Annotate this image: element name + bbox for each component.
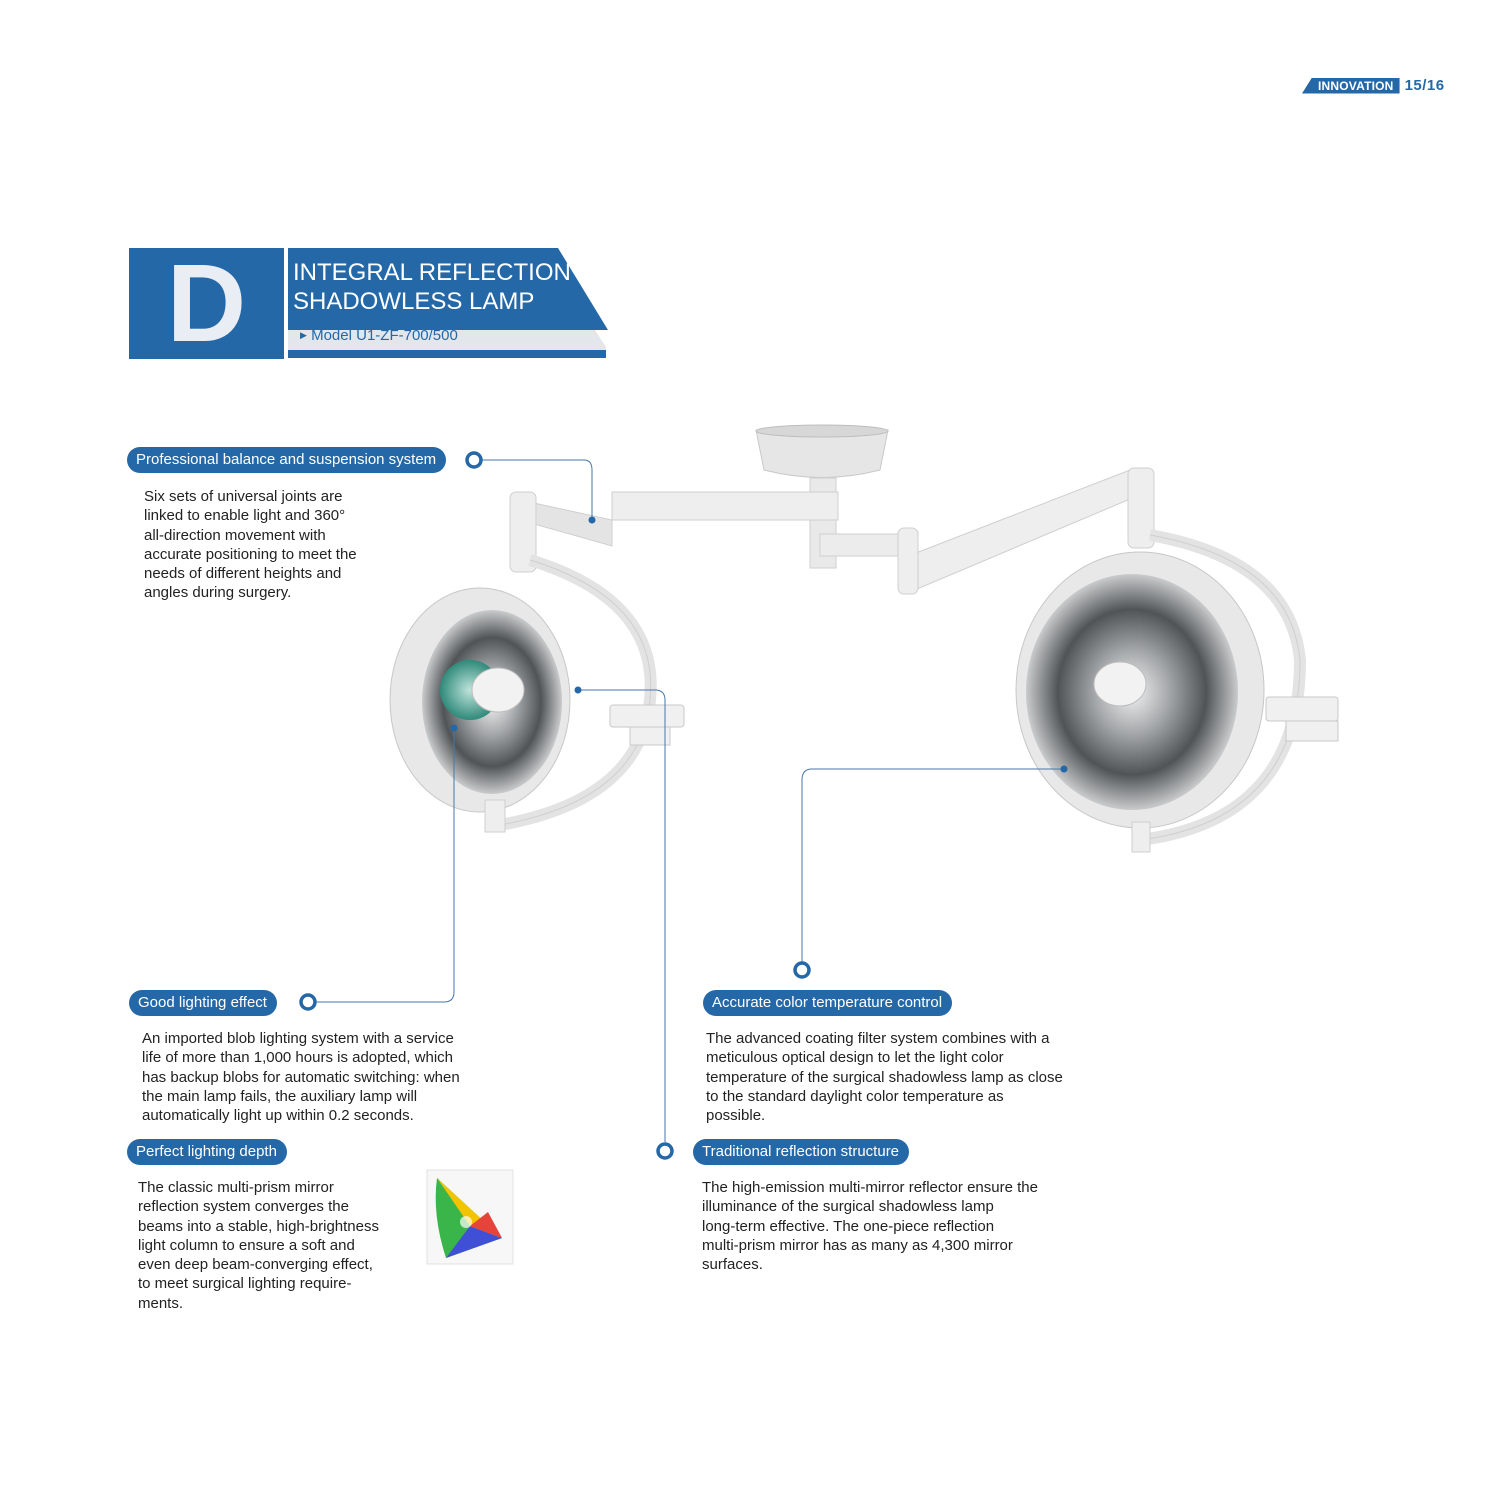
feature-text-lighting-depth: The classic multi-prism mirror reflectio… [138,1179,379,1312]
right-arm [897,467,1155,595]
connector-dots [299,451,1068,1160]
title-line-1: INTEGRAL REFLECTION [293,259,571,286]
feature-text-reflection-structure: The high-emission multi-mirror reflector… [702,1179,1038,1274]
left-lamp-head [389,587,571,833]
model-number: ▶ Model U1-ZF-700/500 [300,327,458,344]
feature-label-lighting-depth: Perfect lighting depth [127,1139,287,1165]
section-header: INNOVATION 15/16 [1302,77,1445,94]
title-banner [288,248,608,330]
title-line-2: SHADOWLESS LAMP [293,288,535,315]
feature-text-color-temperature: The advanced coating filter system combi… [706,1030,1063,1125]
feature-label-lighting-effect: Good lighting effect [129,990,277,1016]
page-title: INTEGRAL REFLECTION SHADOWLESS LAMP [293,258,571,316]
right-lamp-head [1015,551,1265,853]
title-underline [288,350,606,358]
feature-label-reflection-structure: Traditional reflection structure [693,1139,910,1165]
model-label: Model U1-ZF-700/500 [311,327,458,344]
section-letter: D [129,248,284,359]
cie-color-diagram [426,1169,514,1265]
left-arm [509,491,919,573]
feature-label-suspension: Professional balance and suspension syst… [127,447,447,473]
connector-lines [316,459,1064,1142]
page-number: 15/16 [1404,77,1445,94]
triangle-bullet-icon: ▶ [300,330,307,340]
feature-text-suspension: Six sets of universal joints are linked … [144,488,357,602]
ceiling-mount [755,424,889,569]
feature-text-lighting-effect: An imported blob lighting system with a … [142,1030,460,1125]
feature-label-color-temperature: Accurate color temperature control [703,990,953,1016]
section-tag: INNOVATION [1302,77,1400,94]
